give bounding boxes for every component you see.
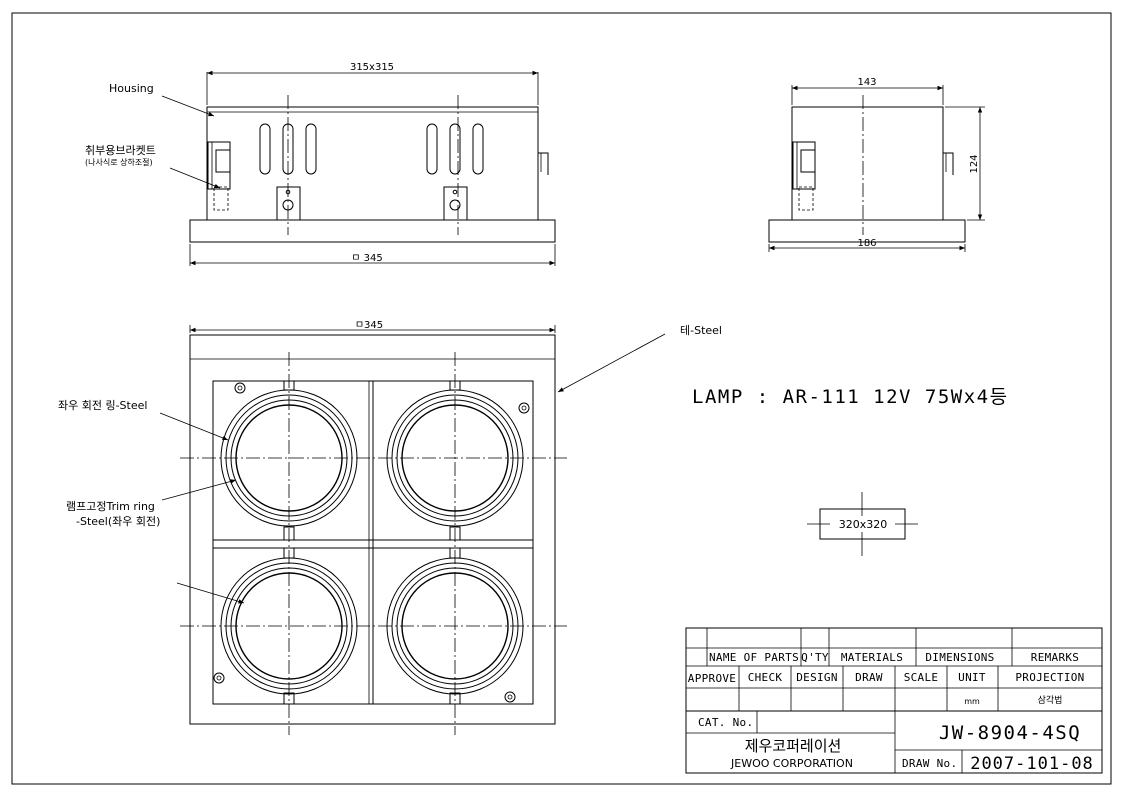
plan-view: ㅁ345 테-Steel 좌우 회전 링-Steel 램프고정Trim ring… (58, 320, 722, 735)
cutout-size: 320x320 (839, 518, 888, 531)
hdr-projection: PROJECTION (1015, 671, 1084, 684)
company-name-ko: 제우코퍼레이션 (745, 737, 842, 755)
front-elevation-view: 315x315 ㅁ 345 Housing 취부용브라켓트 (나사식로 상하조절… (85, 62, 556, 266)
lamp-cell (386, 380, 524, 541)
lamp-cell (386, 547, 524, 705)
unit-value: mm (964, 697, 980, 706)
projection-value: 삼각법 (1038, 694, 1063, 706)
dim-base-345: ㅁ 345 (351, 253, 382, 264)
hdr-unit: UNIT (958, 671, 986, 684)
hdr-scale: SCALE (904, 671, 939, 684)
model-number: JW-8904-4SQ (939, 722, 1081, 744)
company-name-en: JEWOO CORPORATION (730, 757, 853, 770)
dim-width-315: 315x315 (350, 62, 394, 73)
draw-no-label: DRAW No. (902, 757, 957, 770)
side-elevation-view: 143 186 124 (768, 77, 985, 252)
label-frame-steel: 테-Steel (680, 324, 722, 337)
hdr-design: DESIGN (796, 671, 838, 684)
dim-side-bottom: 186 (857, 238, 876, 249)
hdr-dimensions: DIMENSIONS (925, 651, 994, 664)
label-trim-ring: 램프고정Trim ring (66, 500, 155, 513)
dim-plan-top: ㅁ345 (355, 320, 383, 331)
lamp-cell (220, 547, 358, 705)
label-bracket: 취부용브라켓트 (85, 144, 156, 157)
hdr-check: CHECK (748, 671, 783, 684)
hdr-materials: MATERIALS (841, 651, 903, 664)
label-trim-ring-steel: -Steel(좌우 회전) (76, 515, 160, 528)
dim-side-height: 124 (969, 154, 980, 173)
hdr-name-of-parts: NAME OF PARTS (709, 651, 799, 664)
label-rotation-ring: 좌우 회전 링-Steel (58, 399, 147, 412)
hdr-approve: APPROVE (688, 672, 736, 685)
label-bracket-note: (나사식로 상하조절) (85, 157, 153, 167)
sheet-border (11, 12, 1112, 785)
dim-side-top: 143 (857, 77, 876, 88)
lamp-spec: LAMP : AR-111 12V 75Wx4등 (692, 386, 1009, 408)
title-block: NAME OF PARTS Q'TY MATERIALS DIMENSIONS … (685, 627, 1103, 774)
hdr-draw: DRAW (855, 671, 883, 684)
hdr-remarks: REMARKS (1031, 651, 1079, 664)
lamp-cell (220, 380, 358, 541)
label-housing: Housing (109, 82, 154, 95)
draw-number: 2007-101-08 (970, 754, 1094, 774)
cutout-symbol: 320x320 (807, 492, 918, 556)
hdr-qty: Q'TY (801, 651, 829, 664)
cat-no-label: CAT. No. (698, 716, 753, 729)
